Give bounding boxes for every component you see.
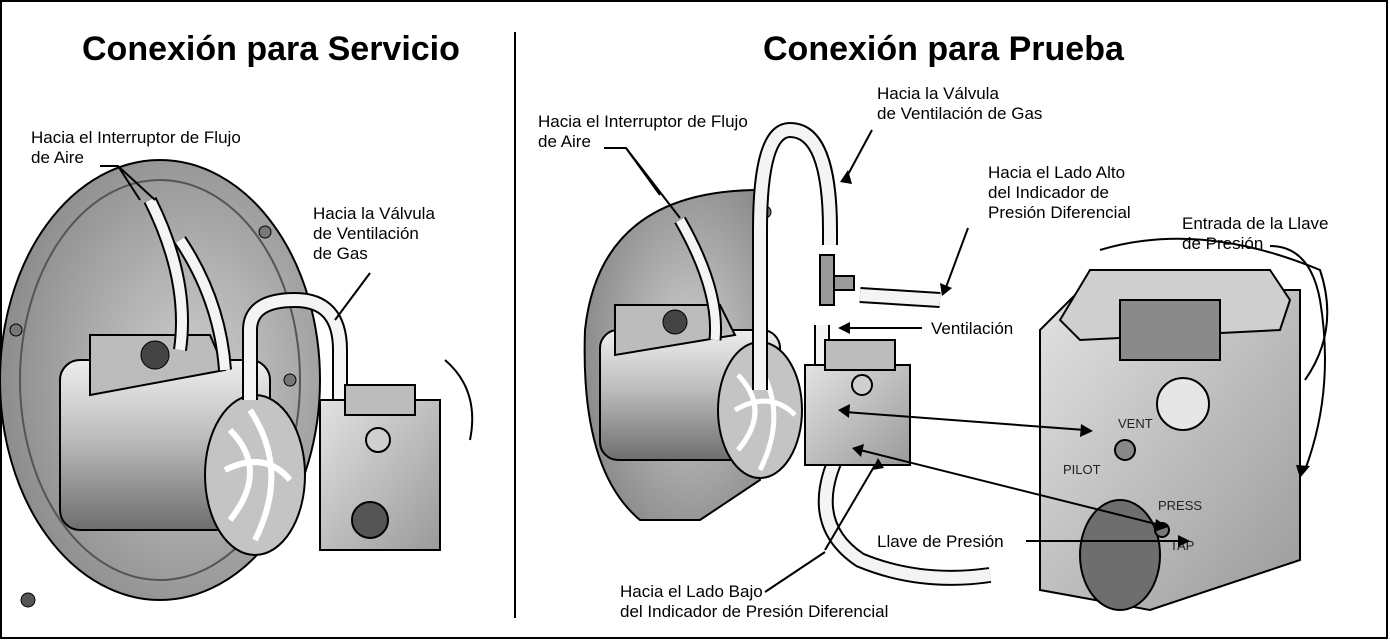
label-pressure-tap-inlet: Entrada de la Llave de Presión: [1182, 214, 1329, 253]
left-leaders: [100, 165, 371, 321]
left-inducer-motor: [59, 334, 306, 556]
valve-marking-pilot: PILOT: [1063, 462, 1101, 477]
left-tubing: [143, 196, 348, 470]
tee-fitting: [819, 254, 855, 306]
right-label-gas-vent-valve: Hacia la Válvula de Ventilación de Gas: [877, 84, 1043, 123]
label-low-side: Hacia el Lado Bajo del Indicador de Pres…: [620, 582, 889, 621]
left-label-airflow-switch: Hacia el Interruptor de Flujo de Aire: [31, 128, 241, 167]
arrowheads: [838, 170, 1310, 547]
right-tubing: [674, 121, 992, 586]
label-high-side: Hacia el Lado Alto del Indicador de Pres…: [988, 163, 1131, 222]
right-label-airflow-switch: Hacia el Interruptor de Flujo de Aire: [538, 112, 748, 151]
valve-marking-vent: VENT: [1118, 416, 1153, 431]
left-panel-title: Conexión para Servicio: [82, 30, 460, 68]
left-label-gas-vent-valve: Hacia la Válvula de Ventilación de Gas: [313, 204, 435, 263]
right-inducer-motor: [599, 304, 803, 479]
label-vent: Ventilación: [931, 319, 1014, 338]
left-gas-valve: [319, 359, 474, 551]
panel-divider: [514, 32, 516, 618]
right-large-gas-valve: VENT PILOT PRESS TAP: [1039, 237, 1329, 612]
label-pressure-tap: Llave de Presión: [877, 532, 1004, 551]
valve-marking-press: PRESS: [1158, 498, 1202, 513]
right-leaders: [604, 129, 1326, 593]
right-panel-title: Conexión para Prueba: [763, 30, 1124, 68]
